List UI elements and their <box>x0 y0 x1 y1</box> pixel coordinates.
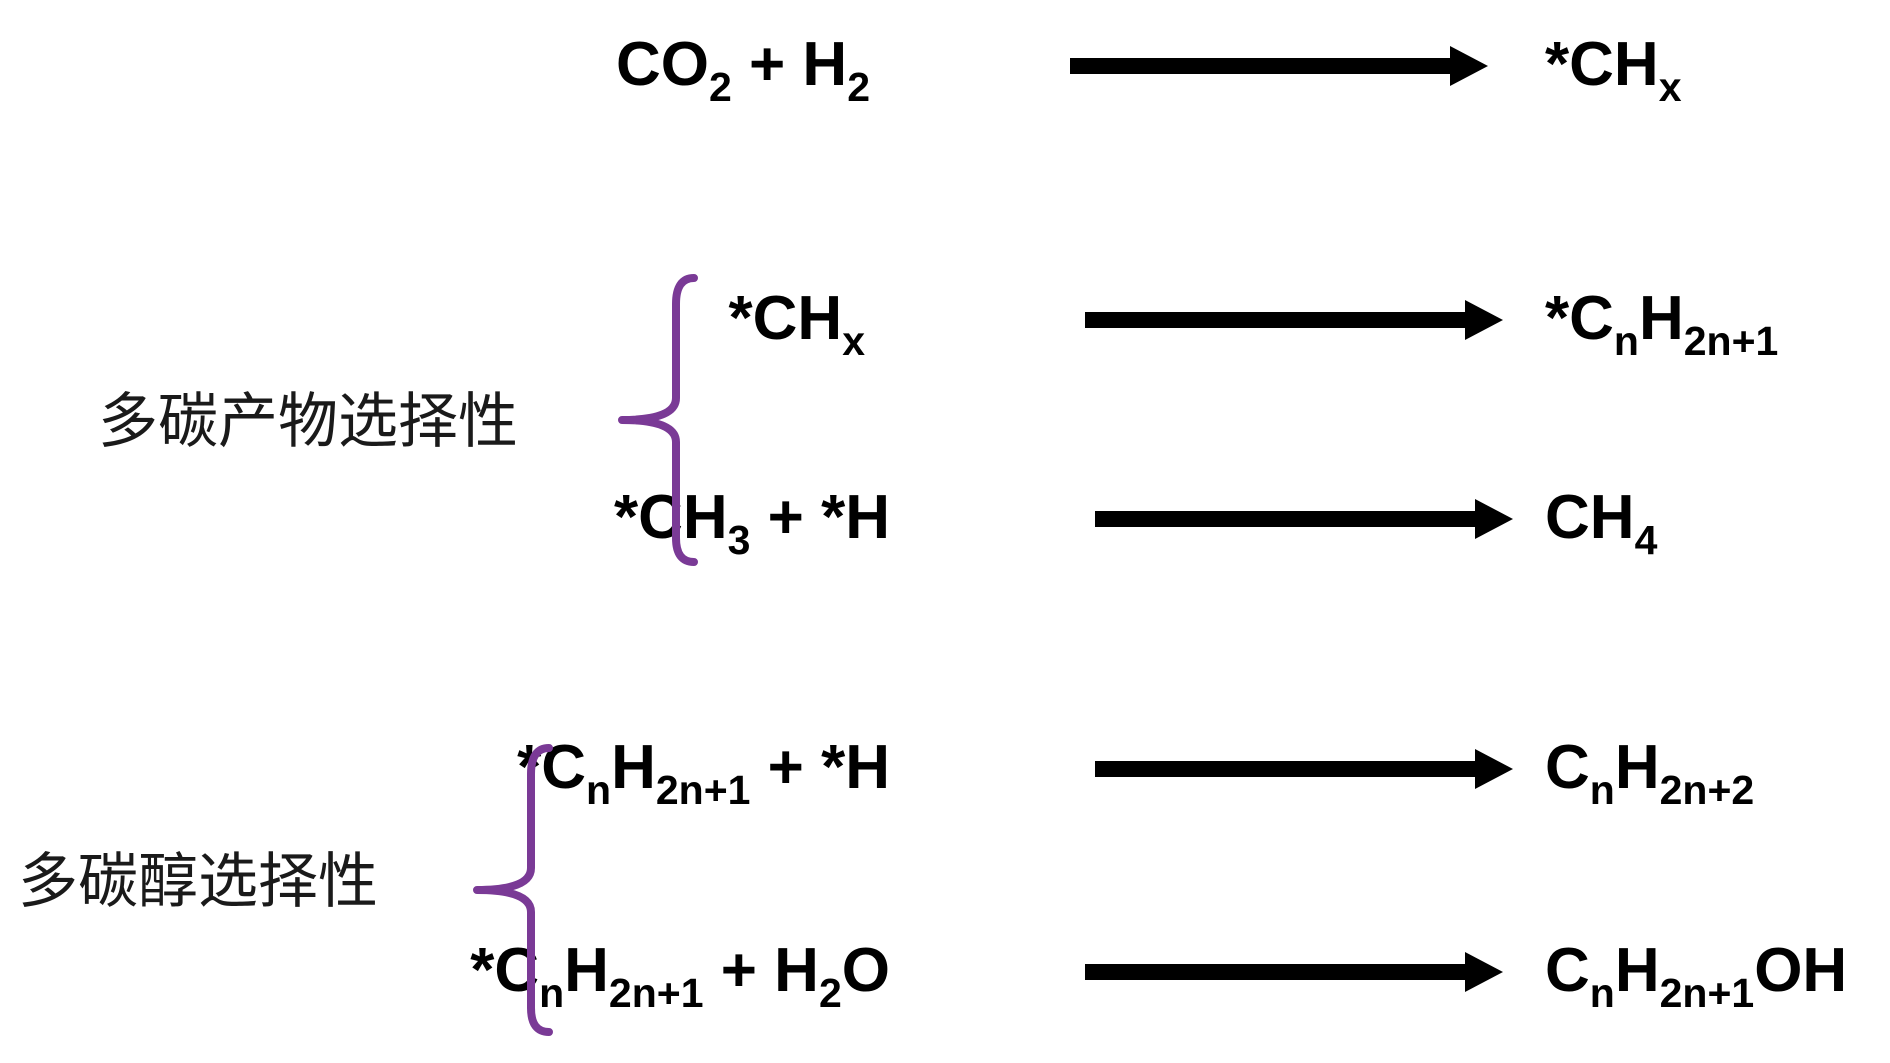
formula-subscript: 2n+1 <box>608 970 704 1016</box>
formula-subscript: n <box>586 767 612 813</box>
formula-subscript: x <box>842 318 865 364</box>
multi-carbon-product-selectivity-label: 多碳产物选择性 <box>98 387 518 457</box>
reaction-5-arrow-shaft <box>1085 964 1470 980</box>
formula-subscript: 4 <box>1634 517 1658 563</box>
multi-carbon-alcohol-selectivity-label: 多碳醇选择性 <box>18 847 378 917</box>
reaction-4-reactants: *CnH2n+1 + *H <box>517 737 890 811</box>
formula-text: H <box>611 733 656 802</box>
formula-text: *C <box>1545 284 1614 353</box>
reaction-2-arrow <box>1085 300 1503 340</box>
formula-text: *CH <box>613 483 728 552</box>
formula-subscript: 2n+2 <box>1659 767 1755 813</box>
reaction-3-arrow-shaft <box>1095 511 1480 527</box>
formula-text: + *H <box>750 733 890 802</box>
formula-text: H <box>1614 733 1660 802</box>
formula-text: O <box>841 936 890 1005</box>
formula-text: *CH <box>1545 30 1659 99</box>
reaction-3-arrow-head <box>1475 499 1513 539</box>
formula-text: C <box>1545 733 1590 802</box>
formula-text: H <box>564 936 609 1005</box>
reaction-1-reactants: CO2 + H2 <box>616 34 870 108</box>
formula-subscript: 2 <box>708 64 732 110</box>
formula-subscript: 2n+1 <box>655 767 751 813</box>
formula-subscript: n <box>539 970 565 1016</box>
formula-subscript: n <box>1589 970 1615 1016</box>
formula-subscript: 3 <box>727 517 751 563</box>
formula-text: OH <box>1754 936 1848 1005</box>
multi-carbon-alcohol-brace <box>473 744 553 1036</box>
formula-subscript: 2n+1 <box>1659 970 1755 1016</box>
reaction-4-arrow-head <box>1475 749 1513 789</box>
reaction-4-arrow-shaft <box>1095 761 1480 777</box>
formula-text: H <box>1638 284 1684 353</box>
reaction-2-arrow-shaft <box>1085 312 1470 328</box>
reaction-1-arrow-shaft <box>1070 58 1455 74</box>
reaction-5-arrow-head <box>1465 952 1503 992</box>
reaction-3-products: CH4 <box>1545 487 1657 561</box>
reaction-5-products: CnH2n+1OH <box>1545 940 1847 1014</box>
multi-carbon-product-brace-path <box>618 274 698 566</box>
formula-text: CO <box>615 30 709 99</box>
formula-text: *CH <box>728 284 843 353</box>
reaction-2-products: *CnH2n+1 <box>1545 288 1778 362</box>
formula-text: + H <box>703 936 819 1005</box>
reaction-4-arrow <box>1095 749 1513 789</box>
formula-text: C <box>1545 936 1590 1005</box>
formula-subscript: x <box>1658 64 1682 110</box>
reaction-4-products: CnH2n+2 <box>1545 737 1754 811</box>
reaction-1-products: *CHx <box>1545 34 1682 108</box>
formula-text: + *H <box>750 483 890 552</box>
reaction-3-arrow <box>1095 499 1513 539</box>
formula-text: CH <box>1545 483 1635 552</box>
reaction-2-arrow-head <box>1465 300 1503 340</box>
formula-text: H <box>1614 936 1660 1005</box>
multi-carbon-alcohol-brace-path <box>473 744 553 1036</box>
formula-subscript: 2 <box>847 64 870 110</box>
reaction-3-reactants: *CH3 + *H <box>614 487 890 561</box>
formula-subscript: n <box>1589 767 1615 813</box>
multi-carbon-product-brace <box>618 274 698 566</box>
reaction-5-arrow <box>1085 952 1503 992</box>
formula-subscript: n <box>1613 318 1639 364</box>
formula-text: + H <box>731 30 848 99</box>
formula-subscript: 2n+1 <box>1683 318 1779 364</box>
reaction-5-reactants: *CnH2n+1 + H2O <box>470 940 890 1014</box>
reaction-2-reactants: *CHx <box>729 288 866 362</box>
formula-subscript: 2 <box>818 970 842 1016</box>
reaction-1-arrow <box>1070 46 1488 86</box>
reaction-1-arrow-head <box>1450 46 1488 86</box>
